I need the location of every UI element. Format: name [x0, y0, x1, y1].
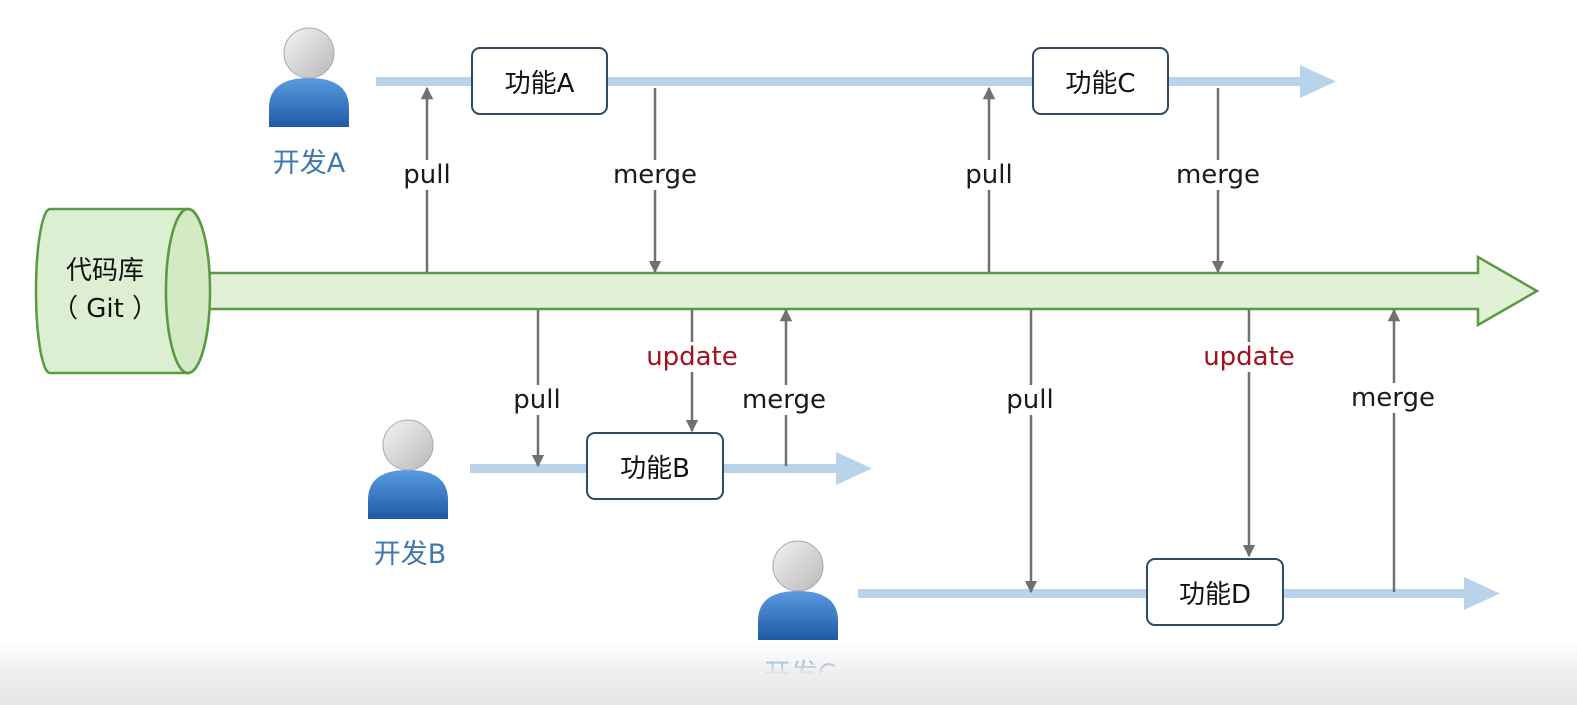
- developer-a-name: 开发A: [272, 148, 346, 179]
- repo-subtitle: （ Git ）: [51, 294, 159, 324]
- branch-a-line: [376, 65, 1336, 98]
- repo-name: 代码库: [65, 256, 144, 286]
- update-label-b: update: [644, 342, 740, 372]
- merge-label-b: merge: [739, 385, 829, 415]
- merge-label-a2: merge: [1173, 160, 1263, 190]
- repo-label: 代码库 （ Git ）: [40, 252, 170, 328]
- pull-label-c: pull: [1004, 385, 1056, 415]
- pull-label-a2: pull: [963, 160, 1015, 190]
- developer-c-name: 开发C: [763, 659, 837, 690]
- feature-c-box: 功能C: [1032, 47, 1169, 115]
- merge-label-a1: merge: [610, 160, 700, 190]
- merge-label-c: merge: [1348, 383, 1438, 413]
- developer-b-person-icon: [368, 419, 448, 519]
- update-label-c: update: [1201, 342, 1297, 372]
- developer-b-name: 开发B: [373, 539, 447, 570]
- developer-a-person-icon: [269, 27, 349, 127]
- feature-a-box: 功能A: [471, 47, 608, 115]
- developer-c-person-icon: [758, 540, 838, 640]
- main-branch-arrow: [198, 254, 1540, 328]
- feature-b-box: 功能B: [586, 432, 724, 500]
- pull-label-a1: pull: [401, 160, 453, 190]
- pull-label-b: pull: [511, 385, 563, 415]
- feature-d-box: 功能D: [1146, 558, 1284, 626]
